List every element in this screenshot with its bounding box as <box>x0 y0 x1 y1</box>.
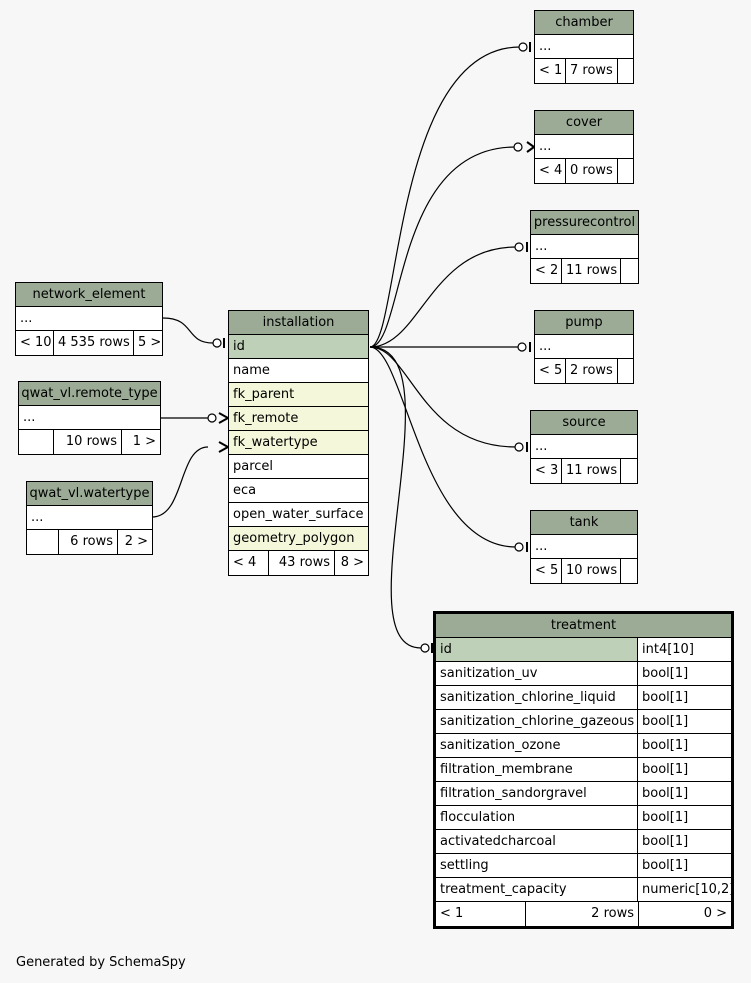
optional-marker <box>513 142 523 152</box>
generated-by-footer: Generated by SchemaSpy <box>16 955 186 970</box>
optional-marker <box>518 42 528 52</box>
link-pressure <box>369 246 517 348</box>
optional-marker <box>517 342 527 352</box>
column-row: fk_parent <box>229 383 368 407</box>
column-row: geometry_polygon <box>229 527 368 551</box>
table-installation[interactable]: installation id name fk_parent fk_remote… <box>228 310 369 576</box>
column-row: fk_watertype <box>229 431 368 455</box>
table-title: treatment <box>436 614 731 638</box>
table-row: ... <box>531 235 638 259</box>
column-row: name <box>229 359 368 383</box>
table-title: chamber <box>535 11 633 35</box>
link-watertype <box>151 446 209 518</box>
table-title: source <box>531 411 637 435</box>
table-row: ... <box>27 506 152 530</box>
table-row: ... <box>16 307 162 331</box>
column-row: open_water_surface <box>229 503 368 527</box>
link-source <box>369 346 517 448</box>
column-row: id <box>229 335 368 359</box>
link-network <box>162 317 214 344</box>
link-tank <box>369 346 517 548</box>
table-title: qwat_vl.remote_type <box>19 382 160 406</box>
optional-marker <box>514 242 524 252</box>
table-title: network_element <box>16 283 162 307</box>
table-title: cover <box>535 111 633 135</box>
column-row: fk_remote <box>229 407 368 431</box>
table-title: installation <box>229 311 368 335</box>
link-treatment <box>369 346 422 649</box>
table-row: ... <box>531 535 637 559</box>
table-row: ... <box>531 435 637 459</box>
optional-marker <box>207 413 217 423</box>
table-title: pump <box>535 311 633 335</box>
table-row: ... <box>535 35 633 59</box>
column-row: parcel <box>229 455 368 479</box>
optional-marker <box>514 442 524 452</box>
optional-marker <box>420 643 430 653</box>
table-title: tank <box>531 511 637 535</box>
link-cover <box>369 146 516 348</box>
optional-marker <box>212 338 222 348</box>
table-title: qwat_vl.watertype <box>27 482 152 506</box>
link-chamber <box>369 46 521 348</box>
optional-marker <box>514 542 524 552</box>
column-row: eca <box>229 479 368 503</box>
table-row: ... <box>535 135 633 159</box>
table-row: ... <box>535 335 633 359</box>
table-row: ... <box>19 406 160 430</box>
table-title: pressurecontrol <box>531 211 638 235</box>
